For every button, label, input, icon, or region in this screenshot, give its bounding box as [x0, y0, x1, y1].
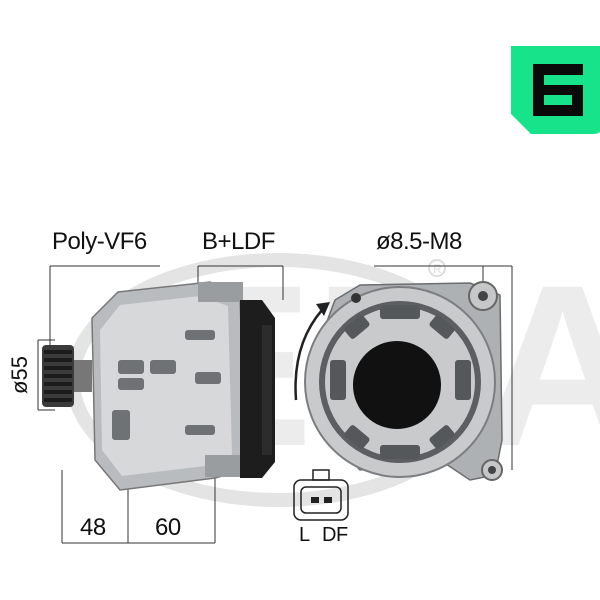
- brand-logo-icon: [511, 46, 600, 134]
- mount-label: ø8.5-M8: [376, 228, 462, 255]
- connector-pin-right-label: DF: [322, 524, 348, 546]
- connection-label: B+LDF: [202, 228, 275, 255]
- registered-icon: [428, 259, 446, 277]
- length-front-label: 48: [80, 514, 106, 541]
- pulley-icon: [42, 345, 92, 407]
- pulley-type-label: Poly-VF6: [52, 228, 147, 255]
- pulley-diameter-label: ø55: [7, 356, 32, 394]
- svg-text:R: R: [433, 262, 442, 276]
- connector-pin-left-label: L: [299, 524, 310, 546]
- length-body-label: 60: [155, 514, 181, 541]
